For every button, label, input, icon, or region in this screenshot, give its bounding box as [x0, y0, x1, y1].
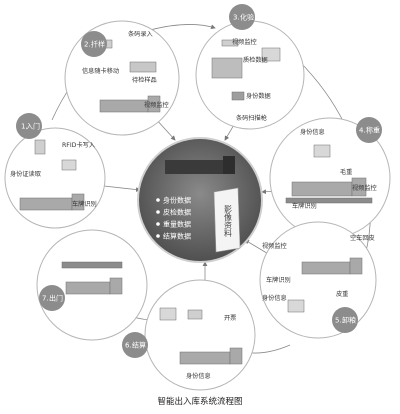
- center-bullet-3: [156, 222, 160, 226]
- stage-4-label-video-monitoring: 视频监控: [352, 184, 377, 192]
- stage-3-label-identity-data: 身份数据: [246, 92, 271, 100]
- stage-6-name: 结算: [132, 341, 146, 350]
- stage-2-label-barcode-entry: 条码录入: [128, 30, 153, 38]
- camera-icon: [221, 39, 239, 47]
- computer-icon: [261, 47, 281, 62]
- center-item-settlement: 结算数据: [163, 232, 191, 241]
- stage-5-label-empty-truck-tare: 空车回皮: [350, 234, 375, 242]
- truck-cab-icon: [351, 177, 367, 197]
- stage-3-label-barcode-scanner-gun: 条码扫描枪: [236, 114, 267, 122]
- arrow-stage3-to-4: [297, 59, 346, 126]
- stage-3-label-video-monitoring: 视频监控: [232, 38, 257, 46]
- center-truck-cab-icon: [223, 156, 235, 174]
- stage-6-number: 6.: [125, 342, 132, 350]
- archive-document-icon: [213, 187, 241, 253]
- stage-5-label-identity-info: 身份信息: [262, 294, 287, 302]
- stage-7-badge: 7. 出门: [39, 285, 65, 311]
- stage-2-name: 扦样: [91, 40, 105, 49]
- truck-icon: [179, 351, 231, 365]
- equipment-illustrations: [19, 39, 373, 365]
- stage-4-label-gross-weight: 毛重: [340, 168, 352, 176]
- lab-equipment-icon: [211, 57, 243, 79]
- stage-3-label-quality-data: 质检数据: [243, 56, 268, 64]
- stage-1-badge-circle: [16, 113, 42, 139]
- gate-icon: [61, 261, 123, 269]
- stage-badges: 1. 入门 2. 扦样 3. 化验 4. 称重 5. 卸粮 6. 结算: [16, 4, 382, 358]
- stage-6-label-identity-info: 身份信息: [186, 372, 211, 380]
- stage-7-name: 出门: [49, 294, 63, 303]
- center-item-weight: 重量数据: [163, 220, 191, 229]
- stage-5-label-plate-recognition: 车牌识别: [266, 276, 291, 284]
- stage-2-badge: 2. 扦样: [81, 31, 107, 57]
- truck-icon: [291, 181, 353, 197]
- stage-3-badge: 3. 化验: [229, 4, 255, 30]
- stage-1-label-plate-recognition: 车牌识别: [72, 200, 97, 208]
- truck-icon: [99, 99, 149, 113]
- archive-label: 影像资料: [224, 204, 233, 238]
- center-bullet-2: [156, 210, 160, 214]
- data-center-hub: 身份数据 皮检数据 重量数据 结算数据 影像资料: [137, 137, 263, 263]
- stage-7-number: 7.: [42, 295, 49, 303]
- stage-3-number: 3.: [233, 14, 240, 22]
- truck-cab-icon: [349, 257, 363, 275]
- arrow-stage2-to-3: [149, 24, 216, 31]
- stage-1-label-rfid-write: RFID卡写入: [62, 141, 95, 149]
- stage-3-name: 化验: [240, 13, 254, 22]
- truck-cab-icon: [109, 277, 123, 295]
- stage-2-label-samples-to-test: 待检样品: [132, 76, 157, 84]
- center-item-tare-inspection: 皮检数据: [163, 208, 191, 217]
- computer-icon: [313, 144, 331, 158]
- stage-2-number: 2.: [84, 41, 91, 49]
- scanner-gun-icon: [231, 91, 245, 101]
- stage-5-badge: 5. 卸粮: [332, 307, 358, 333]
- stage-4-name: 称重: [366, 126, 380, 135]
- stage-5-number: 5.: [335, 317, 342, 325]
- stage-4-label-plate-recognition: 车牌识别: [292, 202, 317, 210]
- stage-2-circle: [64, 20, 180, 136]
- stage-1-label-id-card-read: 身份证读取: [10, 170, 41, 178]
- printer-icon: [187, 309, 203, 320]
- stage-1-badge: 1. 入门: [16, 113, 42, 139]
- stage-6-badge: 6. 结算: [122, 332, 148, 358]
- center-bullet-4: [156, 234, 160, 238]
- stage-5-name: 卸粮: [342, 316, 356, 325]
- truck-icon: [301, 261, 351, 275]
- diagram-title: 智能出入库系统流程图: [157, 396, 242, 407]
- stage-1-name: 入门: [26, 122, 40, 131]
- arrow-to-center-5: [244, 239, 271, 256]
- weighbridge-icon: [285, 197, 373, 204]
- stage-5-badge-circle: [332, 307, 358, 333]
- card-reader-icon: [34, 139, 46, 155]
- truck-cab-icon: [71, 193, 85, 211]
- stage-2-badge-circle: [81, 31, 107, 57]
- center-bullet-1: [156, 198, 160, 202]
- stage-3-badge-circle: [229, 4, 255, 30]
- stage-4-label-identity-info: 身份信息: [300, 128, 325, 136]
- stage-5-label-tare-weight: 皮重: [336, 290, 348, 298]
- stage-labels: RFID卡写入 身份证读取 车牌识别 条码录入 信息随卡移动 待检样品 视频监控…: [10, 30, 377, 380]
- truck-icon: [19, 197, 73, 211]
- stage-2-label-info-moves-with-card: 信息随卡移动: [82, 67, 119, 75]
- computer-icon: [61, 159, 77, 171]
- center-truck-icon: [165, 160, 223, 174]
- truck-icon: [65, 281, 111, 295]
- sample-jars-icon: [129, 61, 157, 73]
- truck-cab-icon: [229, 347, 243, 365]
- stage-5-label-video-monitoring: 视频监控: [262, 242, 287, 250]
- stage-6-badge-circle: [122, 332, 148, 358]
- computer-icon: [159, 307, 177, 321]
- truck-cab-icon: [147, 95, 161, 113]
- stage-4-badge: 4. 称重: [356, 117, 382, 143]
- stage-4-number: 4.: [359, 127, 366, 135]
- computer-icon: [287, 299, 305, 313]
- stage-2-label-video-monitoring: 视频监控: [144, 101, 169, 109]
- stage-7-badge-circle: [39, 285, 65, 311]
- stage-4-badge-circle: [356, 117, 382, 143]
- stage-1-number: 1.: [21, 123, 28, 131]
- center-item-identity: 身份数据: [163, 196, 191, 205]
- stage-6-label-invoicing: 开票: [224, 315, 236, 322]
